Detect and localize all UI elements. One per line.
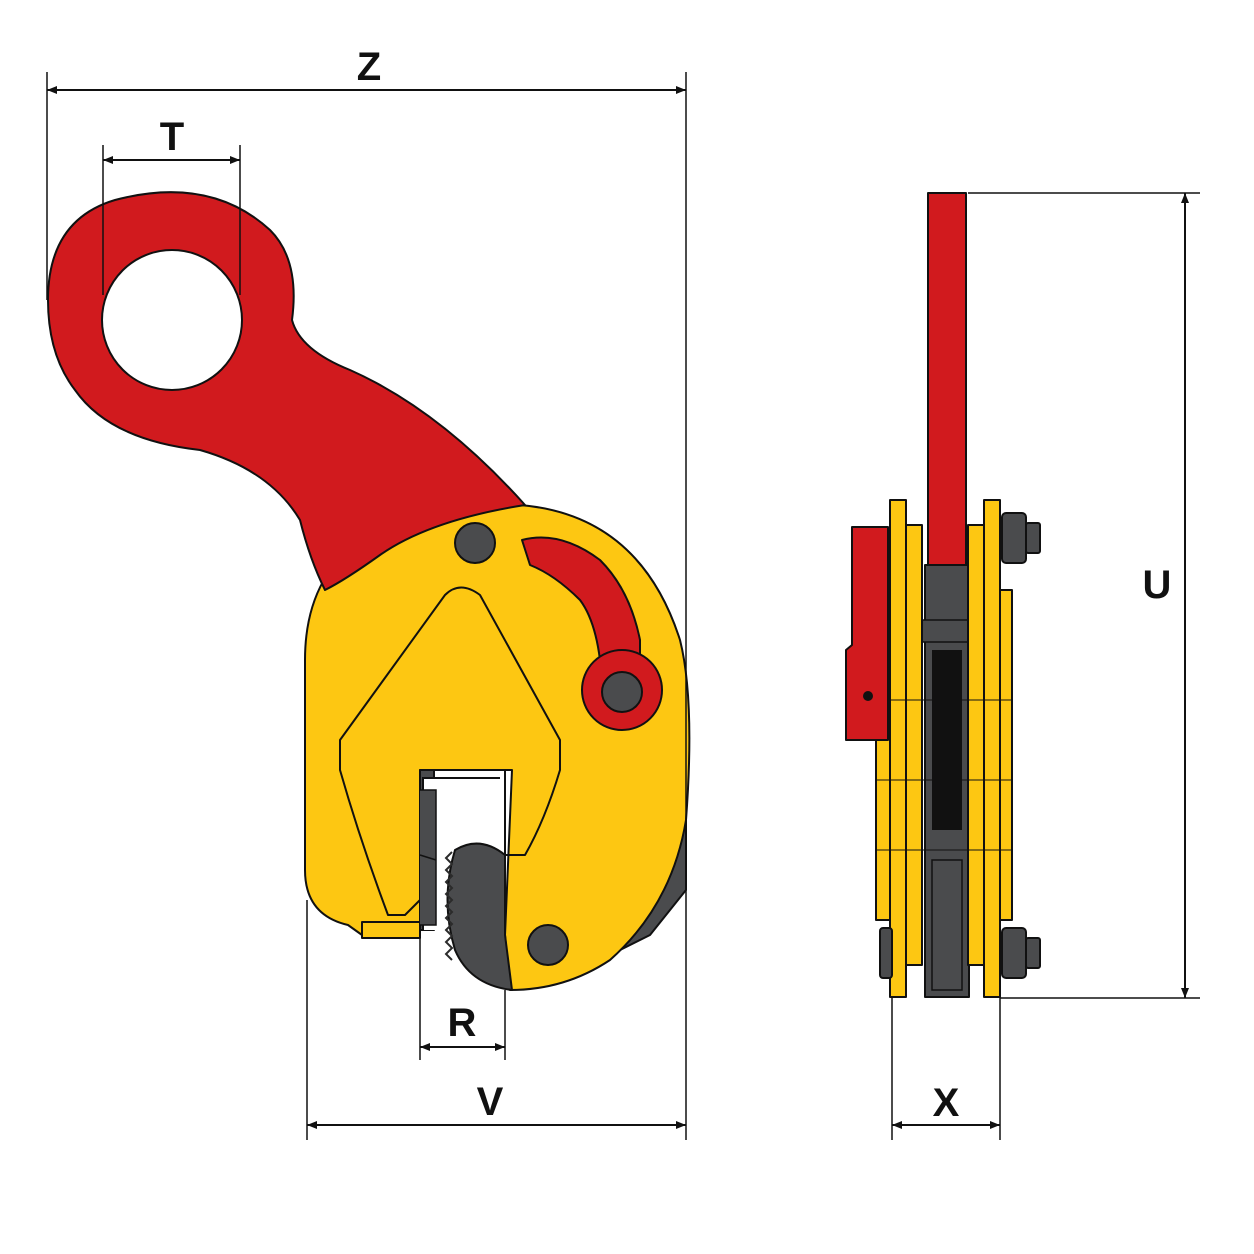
side-spring	[932, 650, 962, 830]
side-red-lever	[845, 526, 889, 741]
side-red-handle	[927, 192, 967, 566]
dimension-r: R	[419, 930, 506, 1060]
side-view	[845, 192, 1041, 998]
serrated-cam	[446, 842, 513, 991]
dimension-t: T	[102, 115, 241, 295]
label-r: R	[448, 1001, 477, 1045]
side-plate-right	[983, 499, 1001, 998]
label-z: Z	[357, 45, 381, 89]
dimension-z: Z	[46, 45, 687, 1140]
cam-teeth	[444, 851, 454, 961]
dimension-u: U	[968, 192, 1200, 999]
front-view	[47, 191, 691, 991]
body-chevron-outline	[339, 586, 561, 916]
side-plate-left	[889, 499, 907, 998]
lever-pin-icon	[863, 691, 873, 701]
upper-pivot-bolt-icon	[454, 522, 496, 564]
lower-lip-plate	[361, 921, 421, 939]
label-u: U	[1143, 563, 1172, 607]
label-t: T	[160, 115, 184, 159]
dimension-v: V	[306, 900, 686, 1140]
lower-nut-icon	[1001, 927, 1027, 979]
lifting-eye-hole	[101, 249, 243, 391]
label-x: X	[933, 1081, 960, 1125]
red-guide-arm	[521, 536, 641, 661]
upper-nut-icon	[1001, 512, 1027, 564]
lower-pivot-bolt-icon	[527, 924, 569, 966]
label-v: V	[477, 1080, 504, 1124]
dimension-x: X	[891, 998, 1001, 1140]
cam-pivot-bolt-icon	[601, 671, 643, 713]
